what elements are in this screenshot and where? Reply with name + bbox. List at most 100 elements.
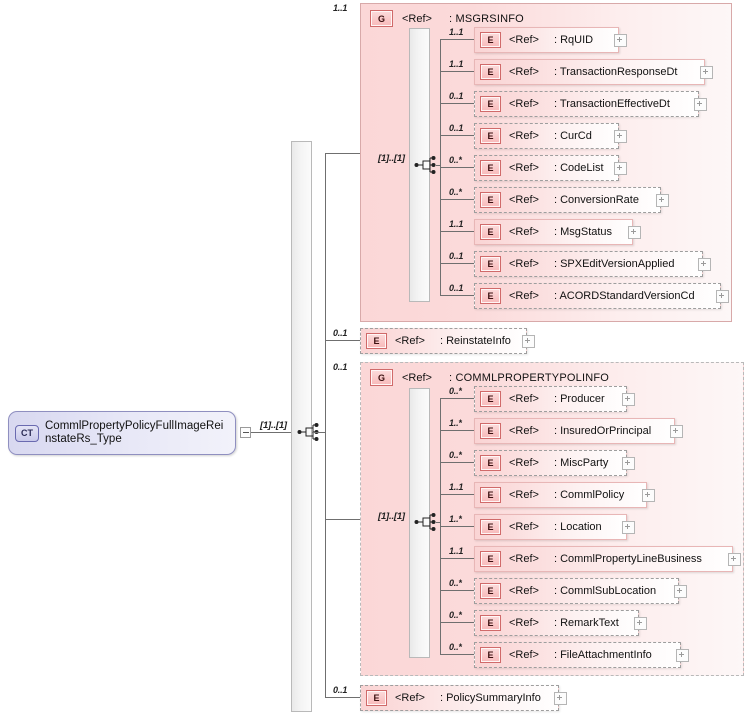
element-name-label: : ReinstateInfo — [439, 335, 511, 347]
group-name-label: : MSGRSINFO — [448, 12, 524, 25]
occurrence-reinstateinfo: 0..1 — [333, 328, 348, 338]
occurrence-commlpropertylinebusiness: 1..1 — [449, 546, 464, 556]
element-transactioneffectivedt[interactable]: E <Ref> : TransactionEffectiveDt — [474, 91, 699, 117]
expand-spxeditversionapplied-icon[interactable] — [698, 258, 711, 271]
root-branch-stem — [312, 432, 325, 433]
expand-rquid-icon[interactable] — [614, 34, 627, 47]
element-curcd[interactable]: E <Ref> : CurCd — [474, 123, 619, 149]
element-name-label: : CommlPropertyLineBusiness — [553, 553, 702, 565]
member-line — [440, 590, 474, 591]
complextype-node[interactable]: CT CommlPropertyPolicyFullImageReinstate… — [8, 411, 236, 455]
root-connector-line — [251, 432, 291, 433]
occurrence-insuredorprincipal: 1..* — [449, 418, 462, 428]
element-remarktext[interactable]: E <Ref> : RemarkText — [474, 610, 639, 636]
element-badge: E — [480, 583, 501, 599]
branch-line-commlpropertypolinfo — [325, 519, 361, 520]
expand-acordstandardversioncd-icon[interactable] — [716, 290, 729, 303]
member-line — [440, 39, 474, 40]
member-line — [440, 622, 474, 623]
member-line — [440, 199, 474, 200]
occurrence-spxeditversionapplied: 0..1 — [449, 251, 464, 261]
element-commlpropertylinebusiness[interactable]: E <Ref> : CommlPropertyLineBusiness — [474, 546, 733, 572]
element-badge: E — [480, 96, 501, 112]
occurrence-rquid: 1..1 — [449, 27, 464, 37]
element-conversionrate[interactable]: E <Ref> : ConversionRate — [474, 187, 661, 213]
element-ref-label: <Ref> — [509, 98, 539, 110]
expand-reinstateinfo-icon[interactable] — [522, 335, 535, 348]
expand-commlpolicy-icon[interactable] — [642, 489, 655, 502]
group-msgrsinfo-header: G <Ref> : MSGRSINFO — [370, 10, 524, 27]
expand-msgstatus-icon[interactable] — [628, 226, 641, 239]
msgrsinfo-branch-stem — [436, 165, 440, 166]
element-ref-label: <Ref> — [395, 335, 425, 347]
element-ref-label: <Ref> — [509, 226, 539, 238]
element-rquid[interactable]: E <Ref> : RqUID — [474, 27, 619, 53]
expand-remarktext-icon[interactable] — [634, 617, 647, 630]
expand-policysummaryinfo-icon[interactable] — [554, 692, 567, 705]
root-branch-trunk — [325, 153, 326, 697]
member-line — [440, 462, 474, 463]
sequence-compositor-icon — [414, 513, 436, 531]
occurrence-miscparty: 0..* — [449, 450, 462, 460]
member-line — [440, 71, 474, 72]
element-msgstatus[interactable]: E <Ref> : MsgStatus — [474, 219, 633, 245]
expand-fileattachmentinfo-icon[interactable] — [676, 649, 689, 662]
expand-transactionresponsedt-icon[interactable] — [700, 66, 713, 79]
element-ref-label: <Ref> — [509, 34, 539, 46]
expand-producer-icon[interactable] — [622, 393, 635, 406]
element-producer[interactable]: E <Ref> : Producer — [474, 386, 627, 412]
element-ref-label: <Ref> — [509, 489, 539, 501]
element-commlpolicy[interactable]: E <Ref> : CommlPolicy — [474, 482, 647, 508]
expand-commlsublocation-icon[interactable] — [674, 585, 687, 598]
expand-miscparty-icon[interactable] — [622, 457, 635, 470]
complextype-collapse-toggle[interactable] — [240, 427, 251, 438]
element-name-label: : CommlPolicy — [553, 489, 625, 501]
element-commlsublocation[interactable]: E <Ref> : CommlSubLocation — [474, 578, 679, 604]
element-badge: E — [480, 455, 501, 471]
element-codelist[interactable]: E <Ref> : CodeList — [474, 155, 619, 181]
branch-line-msgrsinfo — [325, 153, 361, 154]
expand-curcd-icon[interactable] — [614, 130, 627, 143]
element-ref-label: <Ref> — [509, 290, 539, 302]
element-ref-label: <Ref> — [509, 425, 539, 437]
expand-codelist-icon[interactable] — [614, 162, 627, 175]
element-badge: E — [480, 160, 501, 176]
element-fileattachmentinfo[interactable]: E <Ref> : FileAttachmentInfo — [474, 642, 681, 668]
sequence-compositor-icon — [414, 156, 436, 174]
element-name-label: : TransactionEffectiveDt — [553, 98, 670, 110]
expand-location-icon[interactable] — [622, 521, 635, 534]
member-line — [440, 430, 474, 431]
element-ref-label: <Ref> — [509, 553, 539, 565]
group-commlpropertypolinfo-header: G <Ref> : COMMLPROPERTYPOLINFO — [370, 369, 609, 386]
element-ref-label: <Ref> — [509, 585, 539, 597]
element-name-label: : SPXEditVersionApplied — [553, 258, 675, 270]
element-badge: E — [480, 224, 501, 240]
occurrence-msgrsinfo: 1..1 — [333, 3, 348, 13]
element-acordstandardversioncd[interactable]: E <Ref> : ACORDStandardVersionCd — [474, 283, 721, 309]
group-name-label: : COMMLPROPERTYPOLINFO — [448, 371, 610, 384]
element-miscparty[interactable]: E <Ref> : MiscParty — [474, 450, 627, 476]
expand-conversionrate-icon[interactable] — [656, 194, 669, 207]
element-badge: E — [480, 64, 501, 80]
expand-insuredorprincipal-icon[interactable] — [670, 425, 683, 438]
element-location[interactable]: E <Ref> : Location — [474, 514, 627, 540]
element-spxeditversionapplied[interactable]: E <Ref> : SPXEditVersionApplied — [474, 251, 703, 277]
element-policysummaryinfo[interactable]: E <Ref> : PolicySummaryInfo — [360, 685, 559, 711]
element-name-label: : Producer — [553, 393, 605, 405]
expand-transactioneffectivedt-icon[interactable] — [694, 98, 707, 111]
element-insuredorprincipal[interactable]: E <Ref> : InsuredOrPrincipal — [474, 418, 675, 444]
element-name-label: : RemarkText — [553, 617, 619, 629]
group-badge: G — [370, 369, 393, 386]
element-ref-label: <Ref> — [509, 130, 539, 142]
member-line — [440, 167, 474, 168]
element-badge: E — [480, 487, 501, 503]
element-ref-label: <Ref> — [509, 521, 539, 533]
expand-commlpropertylinebusiness-icon[interactable] — [728, 553, 741, 566]
occurrence-policysummaryinfo: 0..1 — [333, 685, 348, 695]
element-name-label: : Location — [553, 521, 602, 533]
element-transactionresponsedt[interactable]: E <Ref> : TransactionResponseDt — [474, 59, 705, 85]
element-badge: E — [480, 519, 501, 535]
element-ref-label: <Ref> — [509, 162, 539, 174]
element-badge: E — [480, 423, 501, 439]
element-reinstateinfo[interactable]: E <Ref> : ReinstateInfo — [360, 328, 527, 354]
